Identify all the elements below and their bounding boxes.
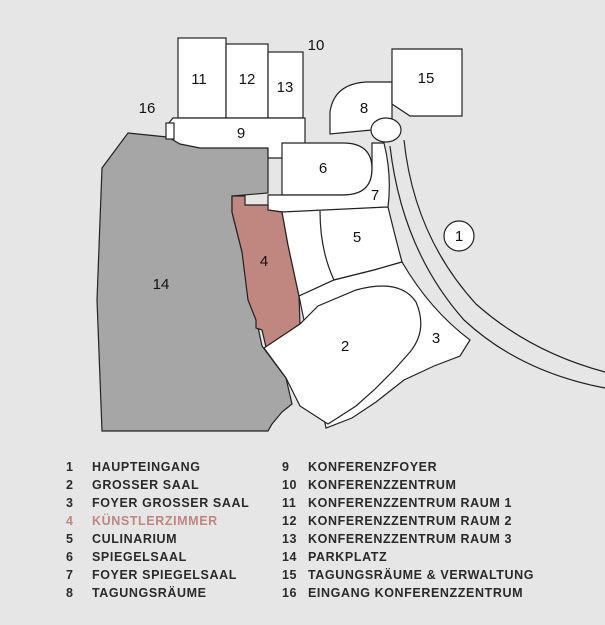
legend-item-label: FOYER SPIEGELSAAL — [92, 568, 237, 582]
legend-item-number: 8 — [66, 586, 74, 600]
legend-item-1[interactable]: 1 HAUPTEINGANG — [66, 458, 249, 476]
legend-item-label: CULINARIUM — [92, 532, 178, 546]
legend-item-label: TAGUNGSRÄUME & VERWALTUNG — [308, 568, 535, 582]
label-13: 13 — [277, 79, 294, 96]
legend-item-8[interactable]: 8 TAGUNGSRÄUME — [66, 584, 249, 602]
legend-item-number: 11 — [282, 496, 297, 510]
legend-item-label: GROSSER SAAL — [92, 478, 200, 492]
legend-item-number: 14 — [282, 550, 298, 564]
legend-item-label: FOYER GROSSER SAAL — [92, 496, 250, 510]
label-15: 15 — [418, 70, 435, 87]
legend-item-number: 10 — [282, 478, 298, 492]
legend-item-9[interactable]: 9 KONFERENZFOYER — [282, 458, 534, 476]
curved-walkway — [389, 145, 605, 389]
label-9: 9 — [237, 125, 245, 142]
legend-column-left: 1 HAUPTEINGANG 2 GROSSER SAAL 3 FOYER GROSSER… — [66, 458, 249, 602]
room-11[interactable] — [177, 37, 227, 119]
legend-item-5[interactable]: 5 CULINARIUM — [66, 530, 249, 548]
floor-plan-map: 1 2 3 4 5 6 7 8 9 10 11 12 13 14 15 16 — [96, 37, 605, 432]
legend-item-number: 2 — [66, 478, 74, 492]
legend-item-number: 7 — [66, 568, 74, 582]
legend-item-14[interactable]: 14 PARKPLATZ — [282, 548, 534, 566]
rotunda-marker — [370, 117, 402, 143]
legend-item-label: KONFERENZZENTRUM RAUM 3 — [308, 532, 513, 546]
legend-item-number: 15 — [282, 568, 298, 582]
legend-item-label: HAUPTEINGANG — [92, 460, 201, 474]
legend-item-4[interactable]: 4 KÜNSTLERZIMMER — [66, 512, 249, 530]
legend-item-15[interactable]: 15 TAGUNGSRÄUME & VERWALTUNG — [282, 566, 534, 584]
legend-item-number: 6 — [66, 550, 74, 564]
label-5: 5 — [353, 229, 361, 246]
legend-item-3[interactable]: 3 FOYER GROSSER SAAL — [66, 494, 249, 512]
label-1: 1 — [455, 228, 463, 245]
label-2: 2 — [341, 338, 349, 355]
room-5-inner-wall — [319, 210, 335, 281]
label-12: 12 — [239, 71, 256, 88]
room-2-grosser-saal[interactable] — [263, 285, 422, 425]
legend-item-number: 1 — [66, 460, 74, 474]
label-16: 16 — [139, 100, 156, 117]
legend-item-16[interactable]: 16 EINGANG KONFERENZZENTRUM — [282, 584, 534, 602]
legend-item-label: SPIEGELSAAL — [92, 550, 187, 564]
legend-item-label: KÜNSTLERZIMMER — [92, 514, 218, 528]
legend-item-number: 5 — [66, 532, 74, 546]
legend-item-label: EINGANG KONFERENZZENTRUM — [308, 586, 524, 600]
legend-item-number: 4 — [66, 514, 74, 528]
label-7: 7 — [371, 187, 379, 204]
legend-item-6[interactable]: 6 SPIEGELSAAL — [66, 548, 249, 566]
entrance-16-notch — [165, 122, 175, 140]
legend-item-number: 13 — [282, 532, 298, 546]
label-10: 10 — [308, 37, 325, 54]
legend-item-number: 3 — [66, 496, 74, 510]
legend-item-label: KONFERENZZENTRUM RAUM 2 — [308, 514, 513, 528]
legend-item-11[interactable]: 11 KONFERENZZENTRUM RAUM 1 — [282, 494, 534, 512]
room-13[interactable] — [267, 51, 304, 119]
legend-item-2[interactable]: 2 GROSSER SAAL — [66, 476, 249, 494]
legend-item-number: 12 — [282, 514, 298, 528]
room-15-verwaltung[interactable] — [391, 48, 463, 117]
label-8: 8 — [360, 100, 368, 117]
entrance-1-marker[interactable] — [443, 220, 475, 252]
legend-item-10[interactable]: 10 KONFERENZZENTRUM — [282, 476, 534, 494]
legend-item-label: PARKPLATZ — [308, 550, 388, 564]
label-6: 6 — [319, 160, 327, 177]
label-4: 4 — [260, 253, 268, 270]
room-7-foyer-spiegelsaal[interactable] — [267, 142, 390, 214]
label-3: 3 — [432, 330, 440, 347]
label-11: 11 — [191, 71, 207, 88]
legend-item-label: KONFERENZZENTRUM RAUM 1 — [308, 496, 513, 510]
legend-item-7[interactable]: 7 FOYER SPIEGELSAAL — [66, 566, 249, 584]
legend-item-number: 16 — [282, 586, 298, 600]
label-14: 14 — [153, 276, 170, 293]
legend-item-label: KONFERENZFOYER — [308, 460, 438, 474]
legend-item-label: KONFERENZZENTRUM — [308, 478, 457, 492]
legend-item-12[interactable]: 12 KONFERENZZENTRUM RAUM 2 — [282, 512, 534, 530]
legend-item-label: TAGUNGSRÄUME — [92, 586, 207, 600]
legend-item-13[interactable]: 13 KONFERENZZENTRUM RAUM 3 — [282, 530, 534, 548]
legend-item-number: 9 — [282, 460, 290, 474]
curved-walkway-inner — [403, 139, 605, 373]
